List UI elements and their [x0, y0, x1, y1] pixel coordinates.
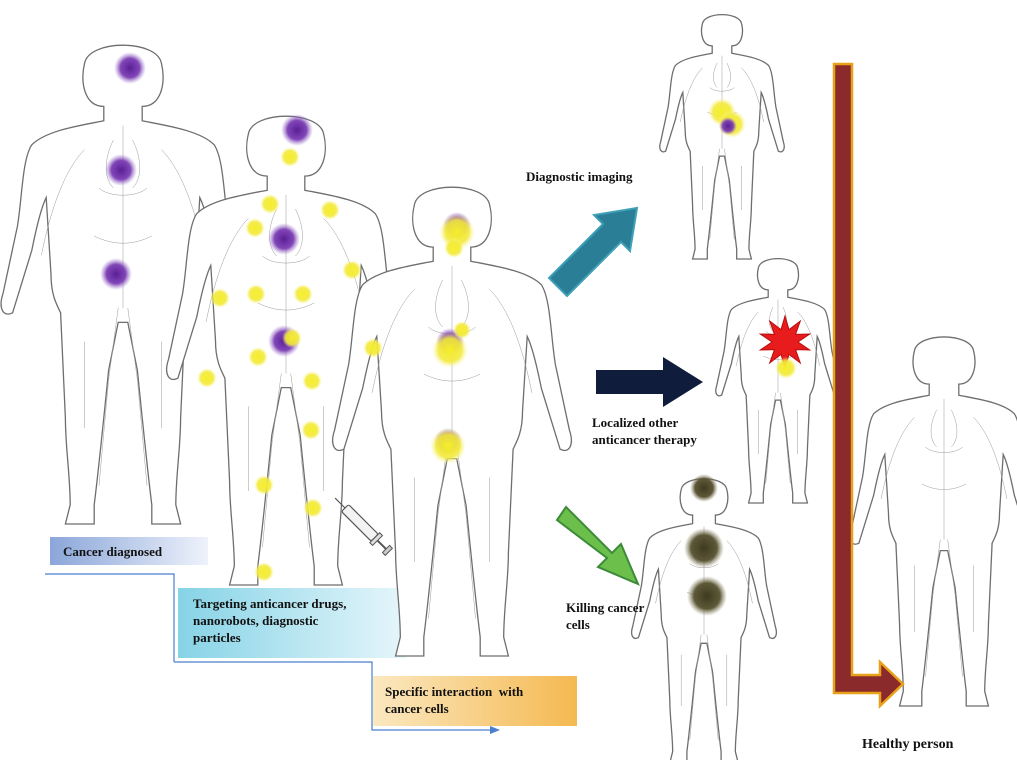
- nanoparticle-16: [254, 562, 274, 582]
- particles-neck-3: [444, 238, 464, 258]
- nanoparticle-17: [282, 328, 302, 348]
- therapy-yellow: [775, 357, 797, 379]
- diagnostic-imaging-label: Diagnostic imaging: [526, 169, 633, 184]
- nanoparticle-13: [301, 420, 321, 440]
- body-localized-therapy: [716, 259, 840, 503]
- nanoparticle-6: [210, 288, 230, 308]
- body-healthy-person: [850, 337, 1017, 706]
- imaging-tumor: [719, 117, 737, 135]
- localized-therapy-label-line1: Localized other: [592, 415, 679, 430]
- localized-therapy-arrow: [596, 357, 703, 407]
- body-healthy-person-outline: [850, 337, 1017, 706]
- tumor-chest: [105, 154, 137, 186]
- nanoparticle-12: [363, 338, 383, 358]
- dead-cells-chest: [684, 528, 724, 568]
- nanoparticle-10: [302, 371, 322, 391]
- killing-cells-arrow: [557, 507, 638, 584]
- dead-cells-head: [690, 474, 718, 502]
- step-connector-arrowhead: [490, 726, 500, 734]
- nanoparticle-15: [303, 498, 323, 518]
- cancer-diagnosed-label: Cancer diagnosed: [63, 544, 163, 559]
- particles-arm-3: [453, 321, 471, 339]
- localized-therapy-label-line2: anticancer therapy: [592, 432, 697, 447]
- specific-label-line2: cancer cells: [385, 701, 449, 716]
- tumor-head-2: [281, 114, 313, 146]
- body-diagnostic-imaging: [660, 15, 784, 259]
- specific-label-line1: Specific interaction with: [385, 684, 524, 699]
- healthy-person-arrow: [834, 64, 903, 706]
- diagnostic-imaging-arrow: [549, 208, 637, 296]
- tumor-abdomen: [100, 258, 132, 290]
- targeting-label-line1: Targeting anticancer drugs,: [193, 596, 346, 611]
- killing-cells-label-line2: cells: [566, 617, 590, 632]
- particles-abdomen-3: [430, 428, 466, 464]
- nanoparticle-4: [245, 218, 265, 238]
- nanoparticle-14: [254, 475, 274, 495]
- dead-cells-abdomen: [687, 576, 727, 616]
- targeting-label-line2: nanorobots, diagnostic: [193, 613, 319, 628]
- nanoparticle-9: [248, 347, 268, 367]
- killing-cells-label-line1: Killing cancer: [566, 600, 645, 615]
- nanoparticle-11: [197, 368, 217, 388]
- nanoparticle-2: [260, 194, 280, 214]
- step-connector-1: [45, 574, 174, 662]
- tumor-head: [114, 52, 146, 84]
- nanoparticle-1: [280, 147, 300, 167]
- nanoparticle-8: [293, 284, 313, 304]
- body-killing-cells: [632, 479, 777, 760]
- nanoparticle-7: [246, 284, 266, 304]
- nanoparticle-3: [320, 200, 340, 220]
- targeting-label-line3: particles: [193, 630, 241, 645]
- healthy-person-label: Healthy person: [862, 737, 954, 752]
- nanoparticle-5: [342, 260, 362, 280]
- tumor-chest-2: [268, 223, 300, 255]
